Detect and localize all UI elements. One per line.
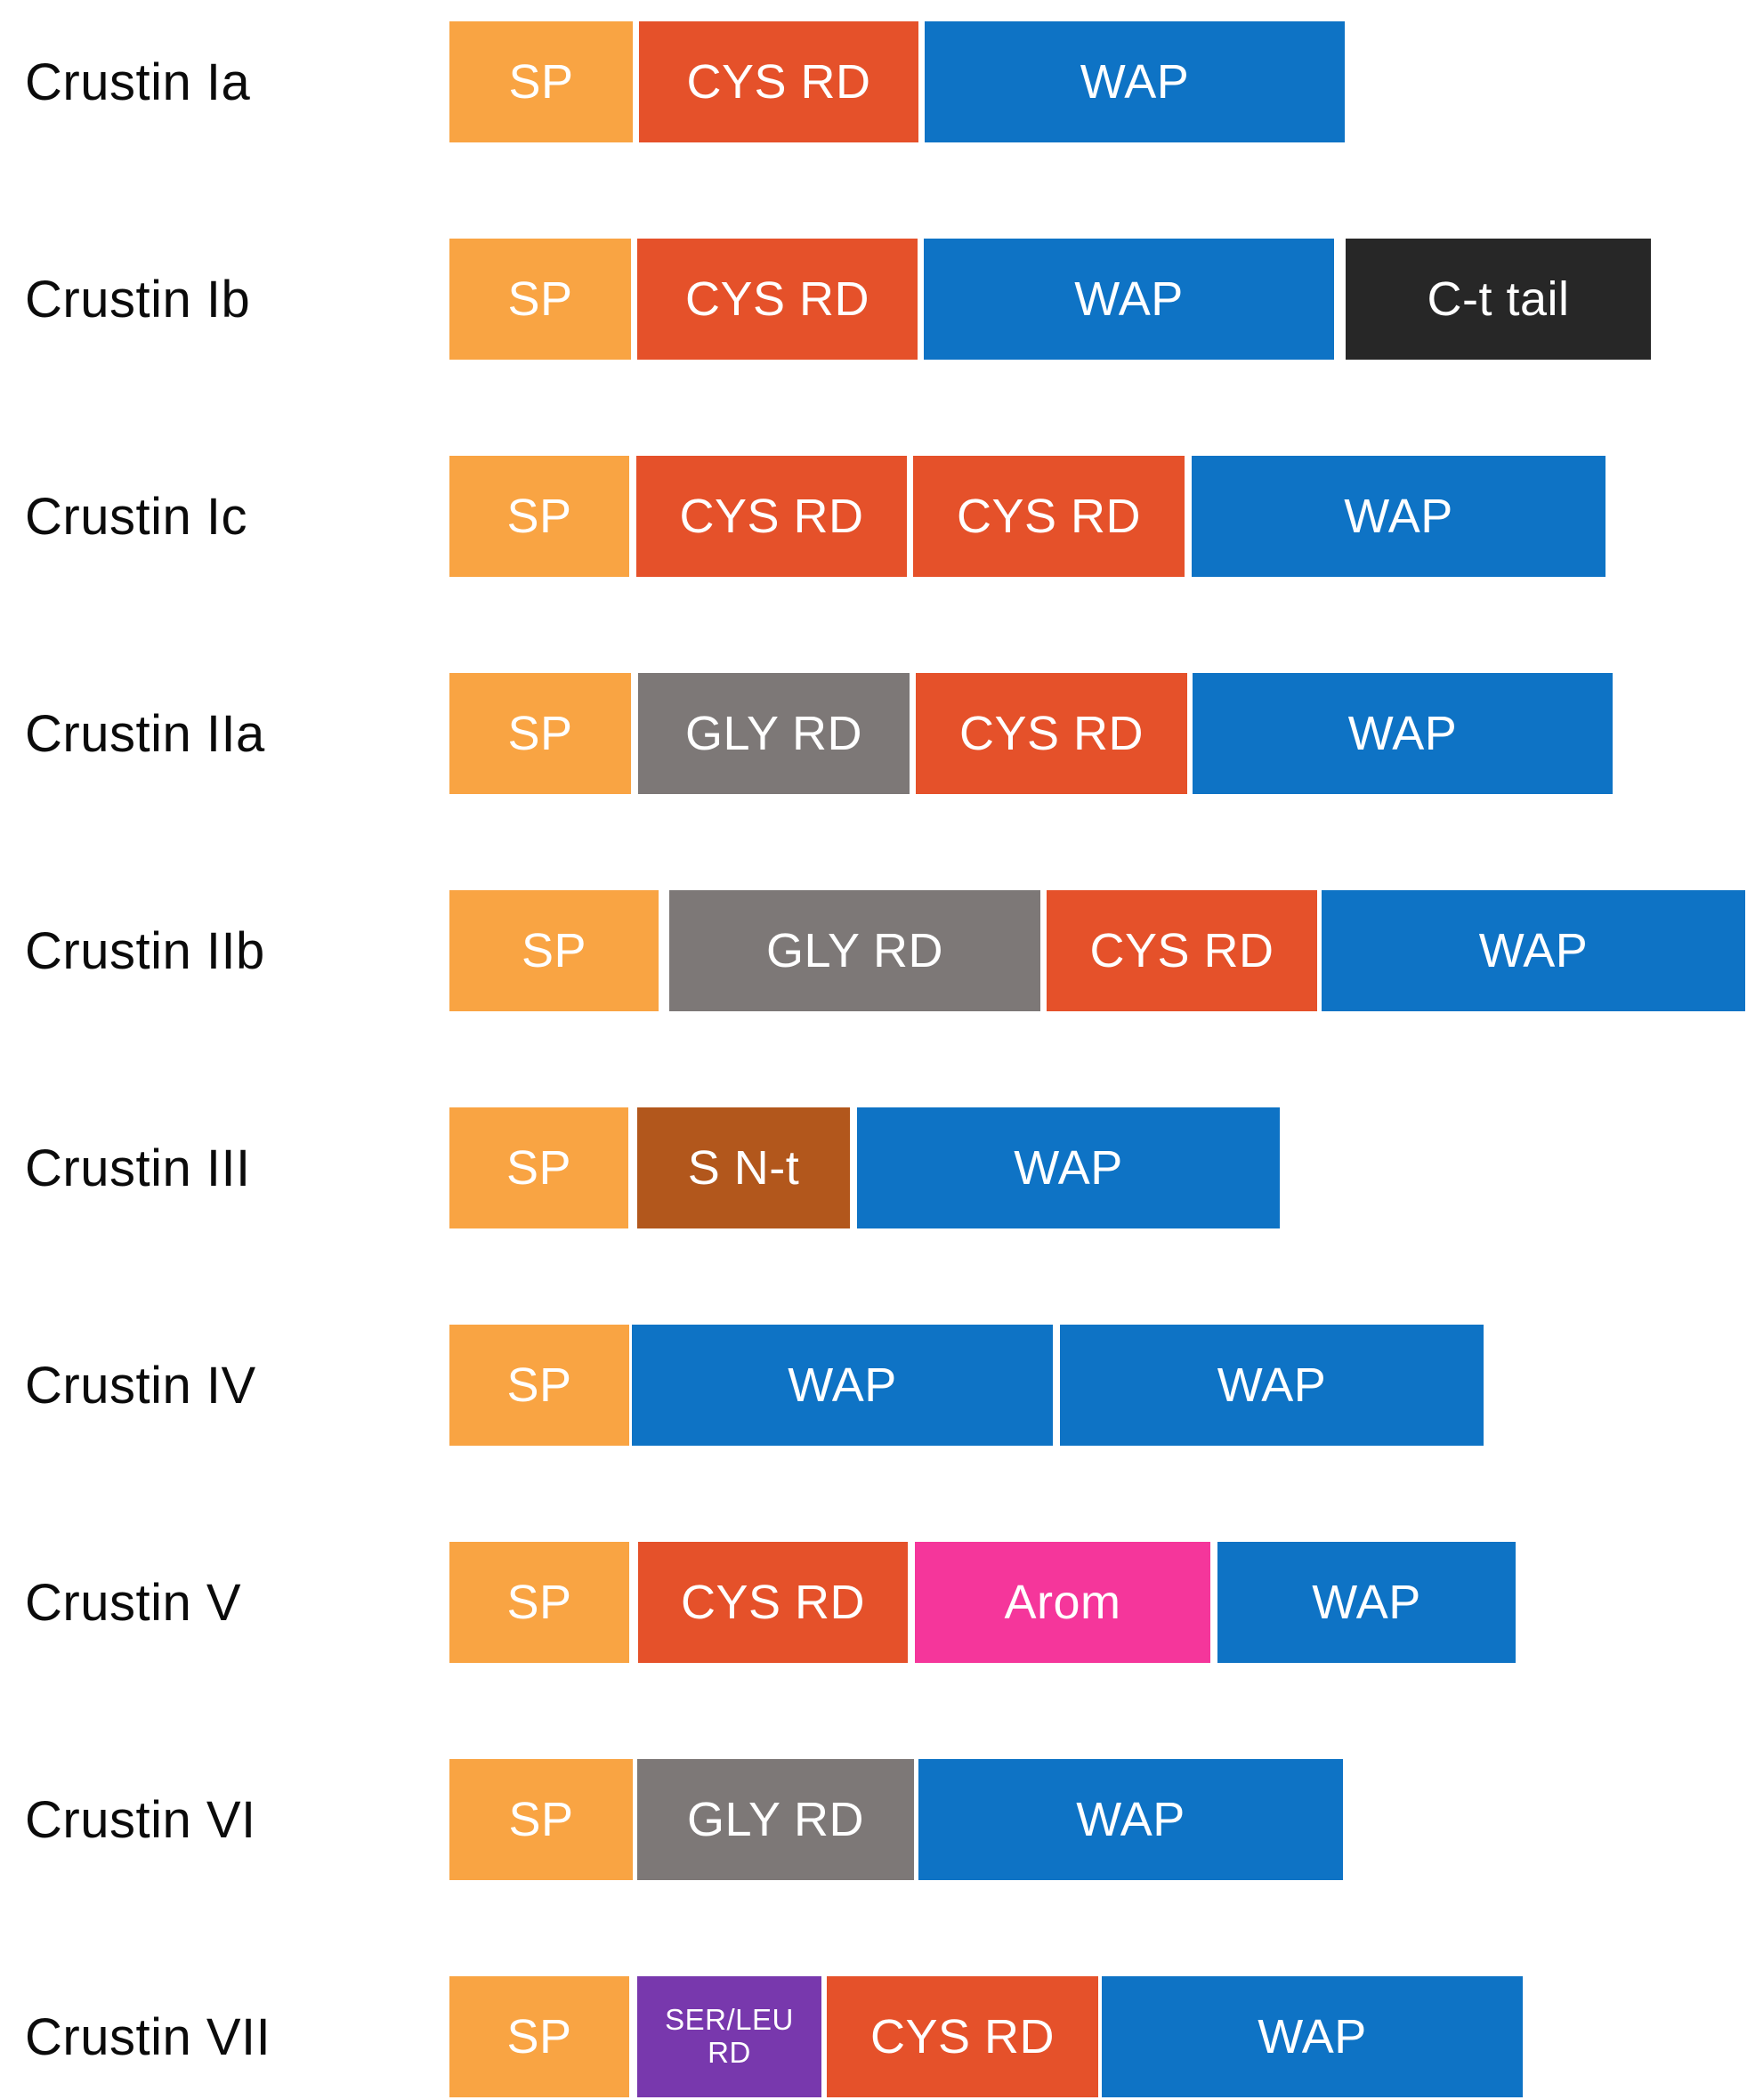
domain-block-sp: SP xyxy=(449,890,659,1011)
row-label: Crustin III xyxy=(25,1139,251,1197)
domain-block-sp: SP xyxy=(449,673,631,794)
row-label: Crustin VII xyxy=(25,2007,271,2066)
domain-block-wap: WAP xyxy=(1192,456,1605,577)
row-label: Crustin IIb xyxy=(25,921,265,980)
domain-block-ser-leu-rd: SER/LEU RD xyxy=(637,1976,821,2097)
domain-block-wap: WAP xyxy=(632,1325,1053,1446)
domain-block-wap: WAP xyxy=(1193,673,1613,794)
domain-block-cys-rd: CYS RD xyxy=(916,673,1187,794)
domain-block-gly-rd: GLY RD xyxy=(637,1759,914,1880)
row-label: Crustin IIa xyxy=(25,704,265,763)
domain-block-c-t-tail: C-t tail xyxy=(1346,239,1651,360)
domain-block-s-n-t: S N-t xyxy=(637,1107,850,1228)
domain-block-sp: SP xyxy=(449,21,633,142)
row-label: Crustin Ia xyxy=(25,53,251,111)
domain-block-sp: SP xyxy=(449,1325,629,1446)
domain-block-arom: Arom xyxy=(915,1542,1210,1663)
domain-block-sp: SP xyxy=(449,1107,628,1228)
domain-block-wap: WAP xyxy=(918,1759,1343,1880)
row-label: Crustin V xyxy=(25,1573,242,1632)
domain-block-wap: WAP xyxy=(1217,1542,1516,1663)
row-label: Crustin IV xyxy=(25,1356,256,1415)
domain-block-sp: SP xyxy=(449,1759,633,1880)
domain-block-cys-rd: CYS RD xyxy=(827,1976,1098,2097)
domain-block-sp: SP xyxy=(449,456,629,577)
row-label: Crustin VI xyxy=(25,1790,256,1849)
domain-block-sp: SP xyxy=(449,1976,629,2097)
domain-block-sp: SP xyxy=(449,239,631,360)
domain-block-wap: WAP xyxy=(1102,1976,1523,2097)
domain-block-cys-rd: CYS RD xyxy=(638,1542,908,1663)
domain-block-sp: SP xyxy=(449,1542,629,1663)
domain-block-cys-rd: CYS RD xyxy=(636,456,907,577)
domain-block-cys-rd: CYS RD xyxy=(913,456,1185,577)
domain-block-gly-rd: GLY RD xyxy=(669,890,1040,1011)
row-label: Crustin Ic xyxy=(25,487,247,546)
domain-block-cys-rd: CYS RD xyxy=(637,239,918,360)
domain-block-cys-rd: CYS RD xyxy=(1047,890,1317,1011)
domain-block-wap: WAP xyxy=(1060,1325,1484,1446)
domain-block-wap: WAP xyxy=(924,239,1334,360)
domain-block-wap: WAP xyxy=(925,21,1345,142)
domain-block-cys-rd: CYS RD xyxy=(639,21,918,142)
row-label: Crustin Ib xyxy=(25,270,251,328)
domain-block-wap: WAP xyxy=(1322,890,1745,1011)
domain-block-wap: WAP xyxy=(857,1107,1280,1228)
domain-block-gly-rd: GLY RD xyxy=(638,673,910,794)
